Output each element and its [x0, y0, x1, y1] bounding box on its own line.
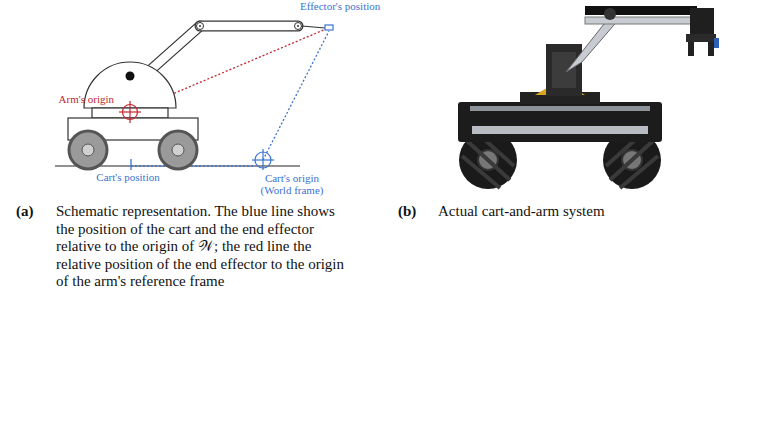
subfigure-tag: (a): [16, 203, 34, 221]
subfigure-tag: (b): [398, 203, 416, 221]
caption-text: Actual cart-and-arm system: [438, 203, 738, 221]
robot-photo: [458, 6, 719, 189]
point-label: Effector's position: [300, 0, 380, 12]
point-label: Cart's origin (World frame): [252, 172, 332, 196]
caption-text: Schematic representation. The blue line …: [56, 203, 356, 291]
point-label: Cart's position: [96, 171, 159, 183]
schematic-cart-arm: [55, 23, 333, 171]
point-label: Arm's origin: [59, 93, 114, 105]
